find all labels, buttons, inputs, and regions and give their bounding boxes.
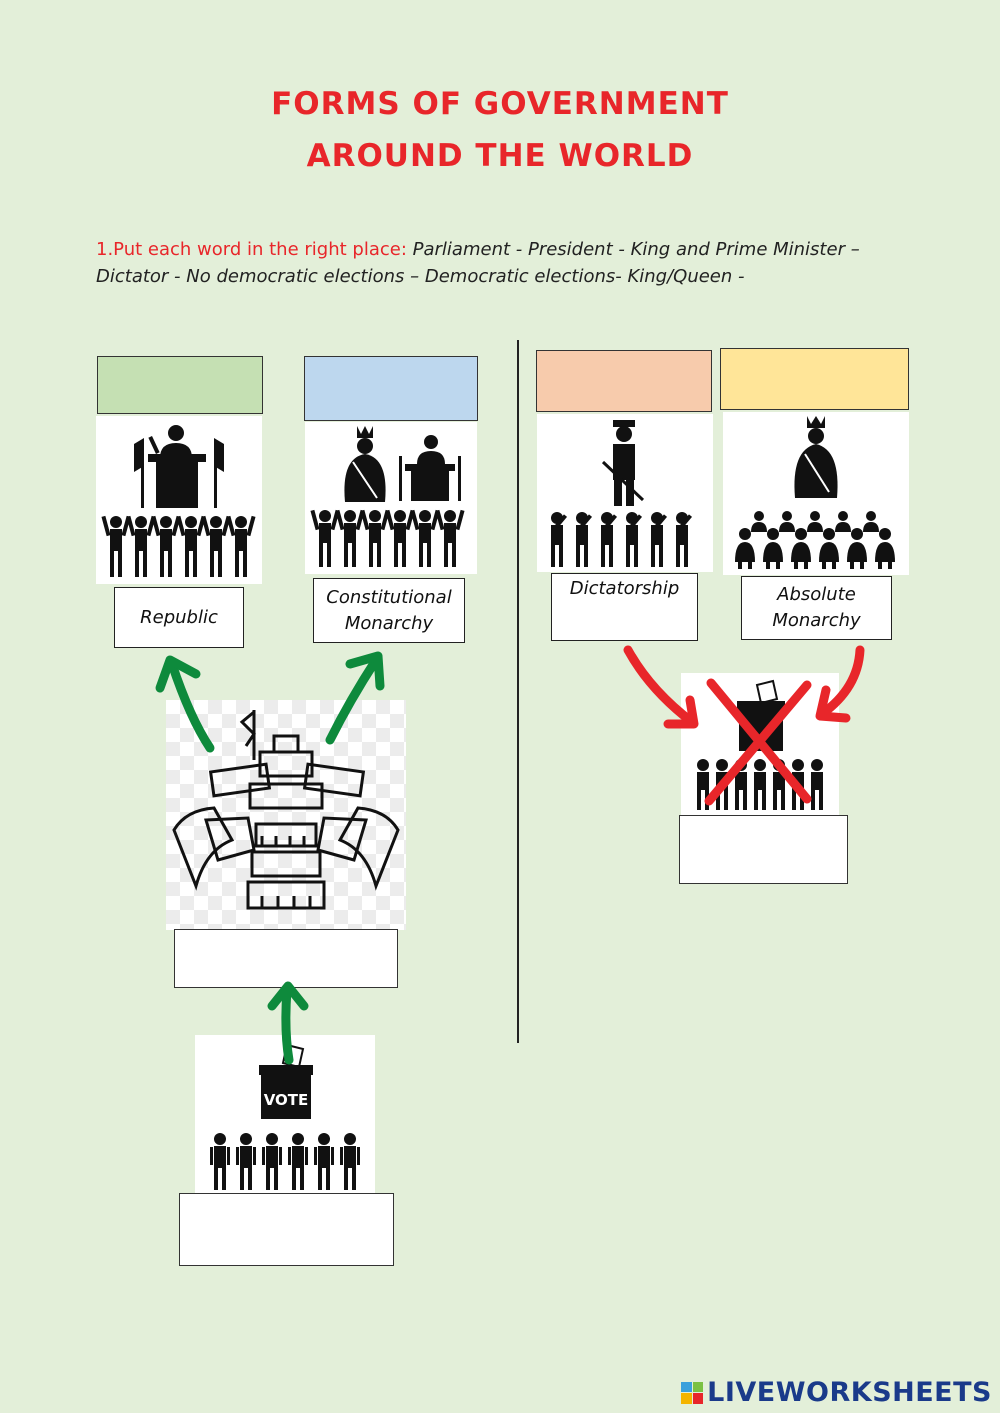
column-divider	[517, 340, 519, 1043]
instructions: 1.Put each word in the right place: Parl…	[96, 236, 896, 290]
label-constitutional-line-1: Constitutional	[326, 586, 452, 608]
crossed-ballot-icon	[681, 673, 839, 815]
label-dictatorship: Dictatorship	[551, 573, 698, 641]
drop-box-no-elections[interactable]	[679, 815, 848, 884]
drop-box-elections[interactable]	[179, 1193, 394, 1266]
instructions-lead: 1.Put each word in the right place:	[96, 239, 407, 260]
logo-text: LIVEWORKSHEETS	[707, 1377, 992, 1408]
king-president-icon	[305, 422, 477, 574]
label-absolute-line-2: Monarchy	[772, 610, 861, 631]
word-bank-line-2: Dictator - No democratic elections – Dem…	[96, 266, 745, 287]
king-icon	[723, 412, 909, 575]
label-constitutional-monarchy: Constitutional Monarchy	[313, 578, 465, 643]
drop-box-dictatorship[interactable]	[536, 350, 712, 412]
word-bank-line-1: Parliament - President - King and Prime …	[412, 239, 860, 260]
label-republic: Republic	[114, 587, 244, 648]
title-line-2: AROUND THE WORLD	[306, 138, 694, 174]
green-arrow-to-republic	[167, 659, 215, 753]
vote-text: VOTE	[264, 1091, 309, 1109]
label-absolute-line-1: Absolute	[777, 584, 856, 605]
drop-box-parliament[interactable]	[174, 929, 398, 988]
drop-box-constitutional-monarchy[interactable]	[304, 356, 478, 421]
dictator-icon	[537, 414, 713, 572]
label-absolute-monarchy: Absolute Monarchy	[741, 576, 892, 640]
liveworksheets-logo[interactable]: LIVEWORKSHEETS	[681, 1377, 992, 1408]
title-line-1: FORMS OF GOVERNMENT	[271, 86, 729, 122]
drop-box-absolute-monarchy[interactable]	[720, 348, 909, 410]
logo-mark-icon	[681, 1381, 704, 1404]
president-icon	[96, 416, 262, 584]
label-constitutional-line-2: Monarchy	[344, 612, 434, 634]
drop-box-republic[interactable]	[97, 356, 263, 414]
